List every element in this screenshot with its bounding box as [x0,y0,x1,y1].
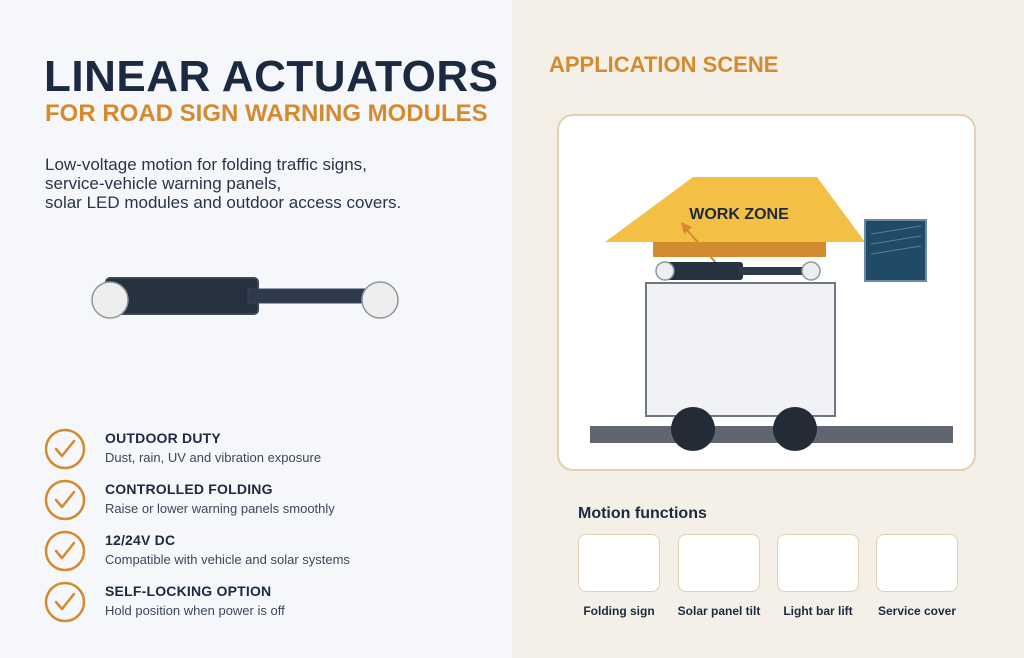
feature-title: 12/24V DC [105,532,176,548]
feature-desc: Dust, rain, UV and vibration exposure [105,450,322,465]
application-scene: WORK ZONE [557,114,976,471]
function-card-box [678,534,760,592]
feature-item: 12/24V DC Compatible with vehicle and so… [44,528,484,579]
warning-sign-panel [605,177,865,242]
wheel [671,407,715,451]
intro-line: Low-voltage motion for folding traffic s… [45,155,367,174]
road [590,426,953,443]
left-panel: LINEAR ACTUATORS FOR ROAD SIGN WARNING M… [44,52,499,630]
function-card-box [876,534,958,592]
sign-text: WORK ZONE [689,206,789,223]
page-title: LINEAR ACTUATORS [44,52,499,101]
sign-base [653,240,826,257]
function-label: Solar panel tilt [677,604,761,618]
feature-desc: Raise or lower warning panels smoothly [105,501,335,516]
intro-text: Low-voltage motion for folding traffic s… [45,155,485,212]
feature-title: CONTROLLED FOLDING [105,481,273,497]
function-card-folding-sign[interactable]: Folding sign [578,534,660,618]
function-card-light-bar-lift[interactable]: Light bar lift [777,534,859,618]
feature-title: OUTDOOR DUTY [105,430,221,446]
feature-title: SELF-LOCKING OPTION [105,583,272,599]
function-label: Light bar lift [783,604,853,618]
intro-line: service-vehicle warning panels, [45,174,282,193]
actuator-end [655,261,675,281]
feature-desc: Hold position when power is off [105,603,285,618]
function-card-service-cover[interactable]: Service cover [876,534,958,618]
feature-item: OUTDOOR DUTY Dust, rain, UV and vibratio… [44,426,484,477]
right-panel: APPLICATION SCENE WORK ZONE [512,0,1024,658]
application-title: APPLICATION SCENE [549,52,779,77]
actuator-illustration [91,277,399,319]
motion-arrow [686,229,718,265]
feature-item: SELF-LOCKING OPTION Hold position when p… [44,579,484,630]
check-circle-icon [44,581,86,623]
function-card-box [578,534,660,592]
scene-actuator-body [665,262,743,280]
cabinet-body [645,282,836,417]
scene-illustration: WORK ZONE [590,177,953,451]
intro-line: solar LED modules and outdoor access cov… [45,193,402,212]
page-subtitle: FOR ROAD SIGN WARNING MODULES [45,100,488,127]
wheel [773,407,817,451]
feature-list: OUTDOOR DUTY Dust, rain, UV and vibratio… [44,426,484,630]
actuator-end [801,261,821,281]
arrow-head-icon [681,222,692,234]
motion-functions-title: Motion functions [578,505,707,522]
scene-actuator-rod [739,267,811,275]
check-circle-icon [44,530,86,572]
function-card-box [777,534,859,592]
check-circle-icon [44,479,86,521]
check-circle-icon [44,428,86,470]
function-label: Service cover [877,604,957,618]
feature-item: CONTROLLED FOLDING Raise or lower warnin… [44,477,484,528]
function-card-solar-panel-tilt[interactable]: Solar panel tilt [678,534,760,618]
function-label: Folding sign [583,604,655,618]
feature-desc: Compatible with vehicle and solar system… [105,552,350,567]
